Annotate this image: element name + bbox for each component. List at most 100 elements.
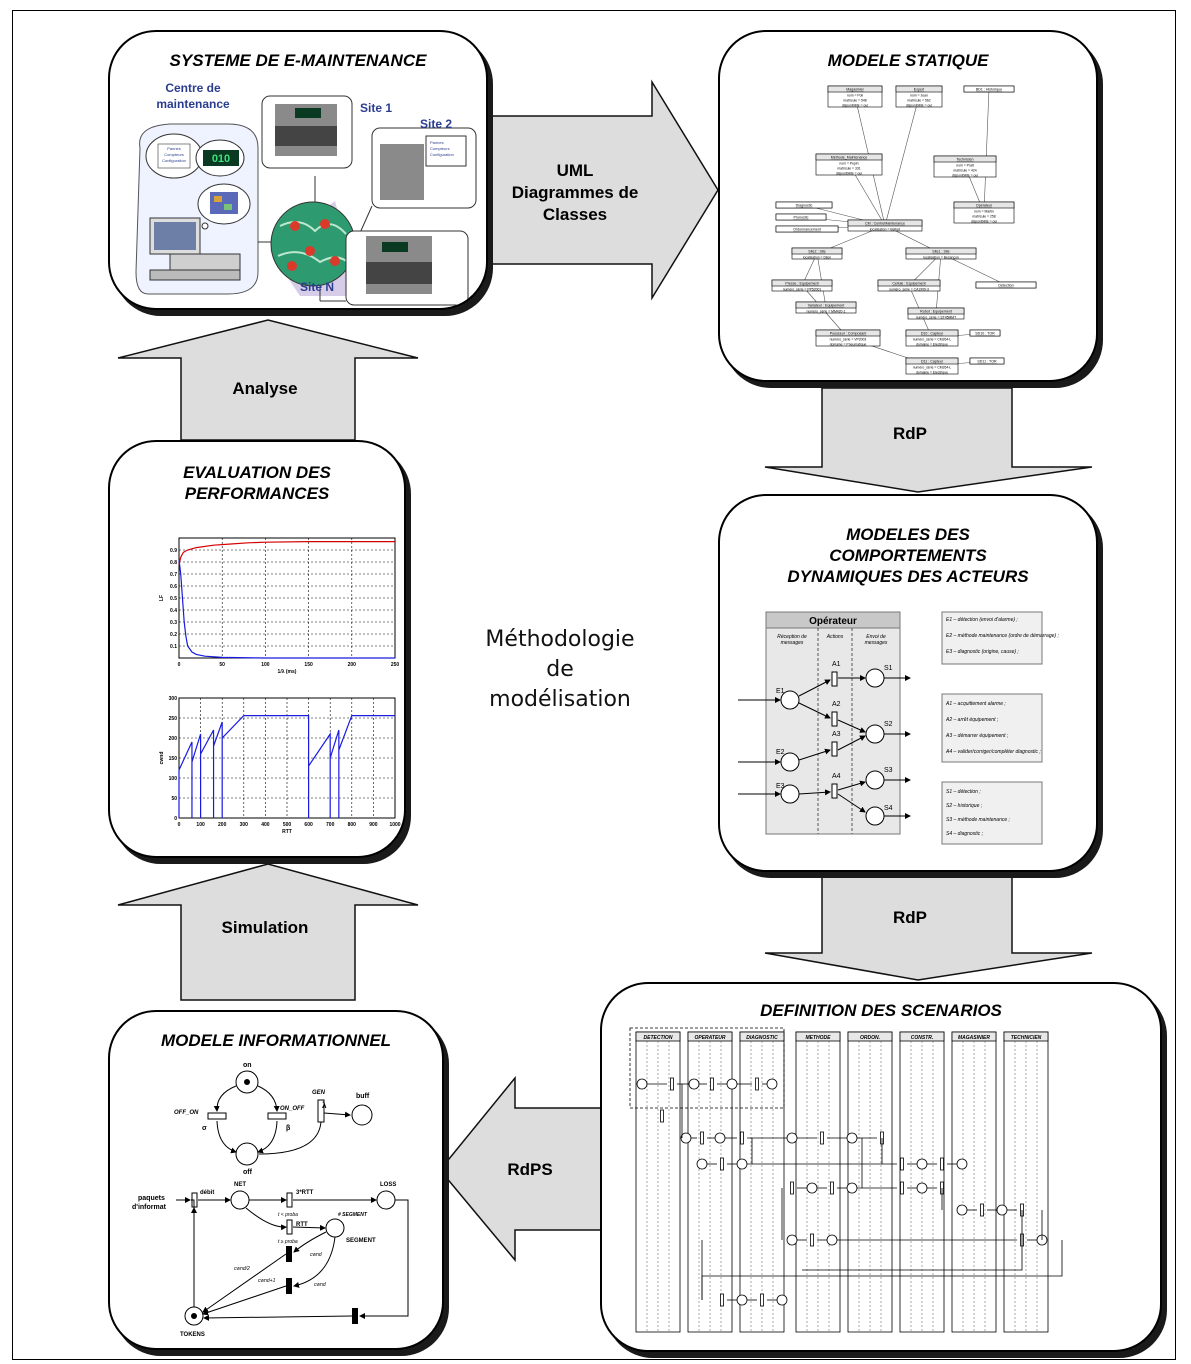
class-box: Pronostic	[775, 213, 827, 221]
place	[786, 1234, 798, 1246]
transition	[720, 1157, 724, 1171]
emaint-illustration: Centre de maintenance Pannes Compteurs C…	[135, 81, 477, 306]
transition	[760, 1293, 764, 1307]
flow-node	[636, 1078, 667, 1090]
transition	[710, 1077, 714, 1091]
svg-text:A1: A1	[832, 661, 841, 668]
place	[806, 1182, 818, 1194]
x-tick-label: 200	[218, 822, 227, 828]
svg-text:A3: A3	[832, 731, 841, 738]
place	[776, 1294, 788, 1306]
rdp-arrow-1	[764, 387, 1093, 493]
class-header	[905, 329, 959, 337]
svg-text:t ≥ proba: t ≥ proba	[278, 1239, 298, 1245]
flow-node	[900, 1157, 917, 1171]
analyse-label: Analyse	[232, 379, 298, 398]
x-tick-label: 400	[261, 822, 270, 828]
y-tick-label: 300	[169, 696, 178, 702]
rdp-arrow-2	[764, 874, 1093, 981]
svg-text:Réception de: Réception de	[777, 634, 807, 640]
svg-text:SEGMENT: SEGMENT	[346, 1238, 376, 1244]
class-name: Presse : Equipement	[785, 282, 818, 286]
class-attr: disponibilité = oui	[842, 104, 868, 108]
x-tick-label: 600	[304, 822, 313, 828]
class-attr: numéro_série = PP52001	[783, 288, 822, 292]
class-attr: numéro_série = MM420-1	[807, 310, 846, 314]
swimlane: DIAGNOSTIC	[739, 1031, 785, 1333]
svg-text:LOSS: LOSS	[380, 1182, 396, 1188]
svg-text:σ: σ	[202, 1125, 207, 1132]
class-header	[775, 201, 833, 209]
transition	[820, 1131, 824, 1145]
y-axis-label: LF	[159, 595, 165, 601]
site2-label: Site 2	[420, 117, 452, 131]
y-tick-label: 0.8	[170, 560, 177, 566]
svg-text:S3 – méthode maintenance ;: S3 – méthode maintenance ;	[946, 817, 1011, 823]
figure-frame	[12, 10, 1176, 1360]
flow-node	[736, 1158, 897, 1170]
place	[736, 1158, 748, 1170]
rdps-label: RdPS	[507, 1160, 553, 1179]
svg-text:S4 – diagnostic ;: S4 – diagnostic ;	[946, 831, 984, 837]
x-tick-label: 700	[326, 822, 335, 828]
flow-node	[720, 1293, 737, 1307]
swimlane: CONSTR.	[899, 1031, 945, 1333]
legend-outputs: S1 – détection ; S2 – historique ; S3 – …	[941, 781, 1043, 845]
lane-label: CONSTR.	[911, 1035, 934, 1041]
y-tick-label: 50	[171, 796, 177, 802]
swimlane: ORDON.	[847, 1031, 893, 1333]
x-tick-label: 900	[369, 822, 378, 828]
svg-text:S2 – historique ;: S2 – historique ;	[946, 803, 983, 809]
class-attr: disponibilité = oui	[952, 174, 978, 178]
class-attr: domaine = Electrique	[916, 371, 948, 375]
flow-node	[700, 1131, 715, 1145]
y-tick-label: 0	[174, 816, 177, 822]
flow-node	[980, 1203, 997, 1217]
place	[826, 1234, 838, 1246]
svg-text:# SEGMENT: # SEGMENT	[338, 1212, 368, 1218]
svg-text:S1 – détection ;: S1 – détection ;	[946, 789, 981, 795]
transition	[670, 1077, 674, 1091]
x-tick-label: 50	[219, 662, 225, 668]
svg-text:off: off	[243, 1169, 253, 1176]
svg-text:OFF_ON: OFF_ON	[174, 1110, 199, 1116]
y-tick-label: 0.3	[170, 620, 177, 626]
panel-modele-informationnel: MODELE INFORMATIONNEL on off OFF_ON σ ON…	[108, 1010, 444, 1350]
flow-node	[736, 1294, 757, 1306]
svg-text:A2: A2	[832, 701, 841, 708]
place	[696, 1158, 708, 1170]
x-tick-label: 0	[178, 662, 181, 668]
class-box: BD1 : Historique	[963, 85, 1015, 93]
svg-text:E2: E2	[776, 749, 785, 756]
svg-text:buff: buff	[356, 1093, 370, 1100]
svg-text:E3: E3	[776, 783, 785, 790]
svg-text:ON_OFF: ON_OFF	[280, 1106, 305, 1112]
flow-node	[710, 1077, 727, 1091]
simulation-label: Simulation	[221, 918, 309, 937]
lane-label: TECHNICIEN	[1011, 1035, 1042, 1041]
class-attr: numéro_série = VP2003	[830, 338, 867, 342]
flow-node	[786, 1234, 807, 1246]
transition	[740, 1131, 744, 1145]
place	[714, 1132, 726, 1144]
analyse-arrow	[117, 319, 419, 441]
transition	[700, 1131, 704, 1145]
place	[786, 1132, 798, 1144]
svg-text:Actions: Actions	[826, 634, 844, 640]
flow-node	[806, 1182, 827, 1194]
x-tick-label: 100	[196, 822, 205, 828]
flow-node	[830, 1181, 847, 1195]
svg-text:3*RTT: 3*RTT	[296, 1190, 314, 1196]
class-name: D10 : Capteur	[921, 332, 944, 336]
svg-text:TOKENS: TOKENS	[180, 1332, 205, 1338]
flow-node	[790, 1181, 807, 1195]
flow-node	[956, 1204, 977, 1216]
